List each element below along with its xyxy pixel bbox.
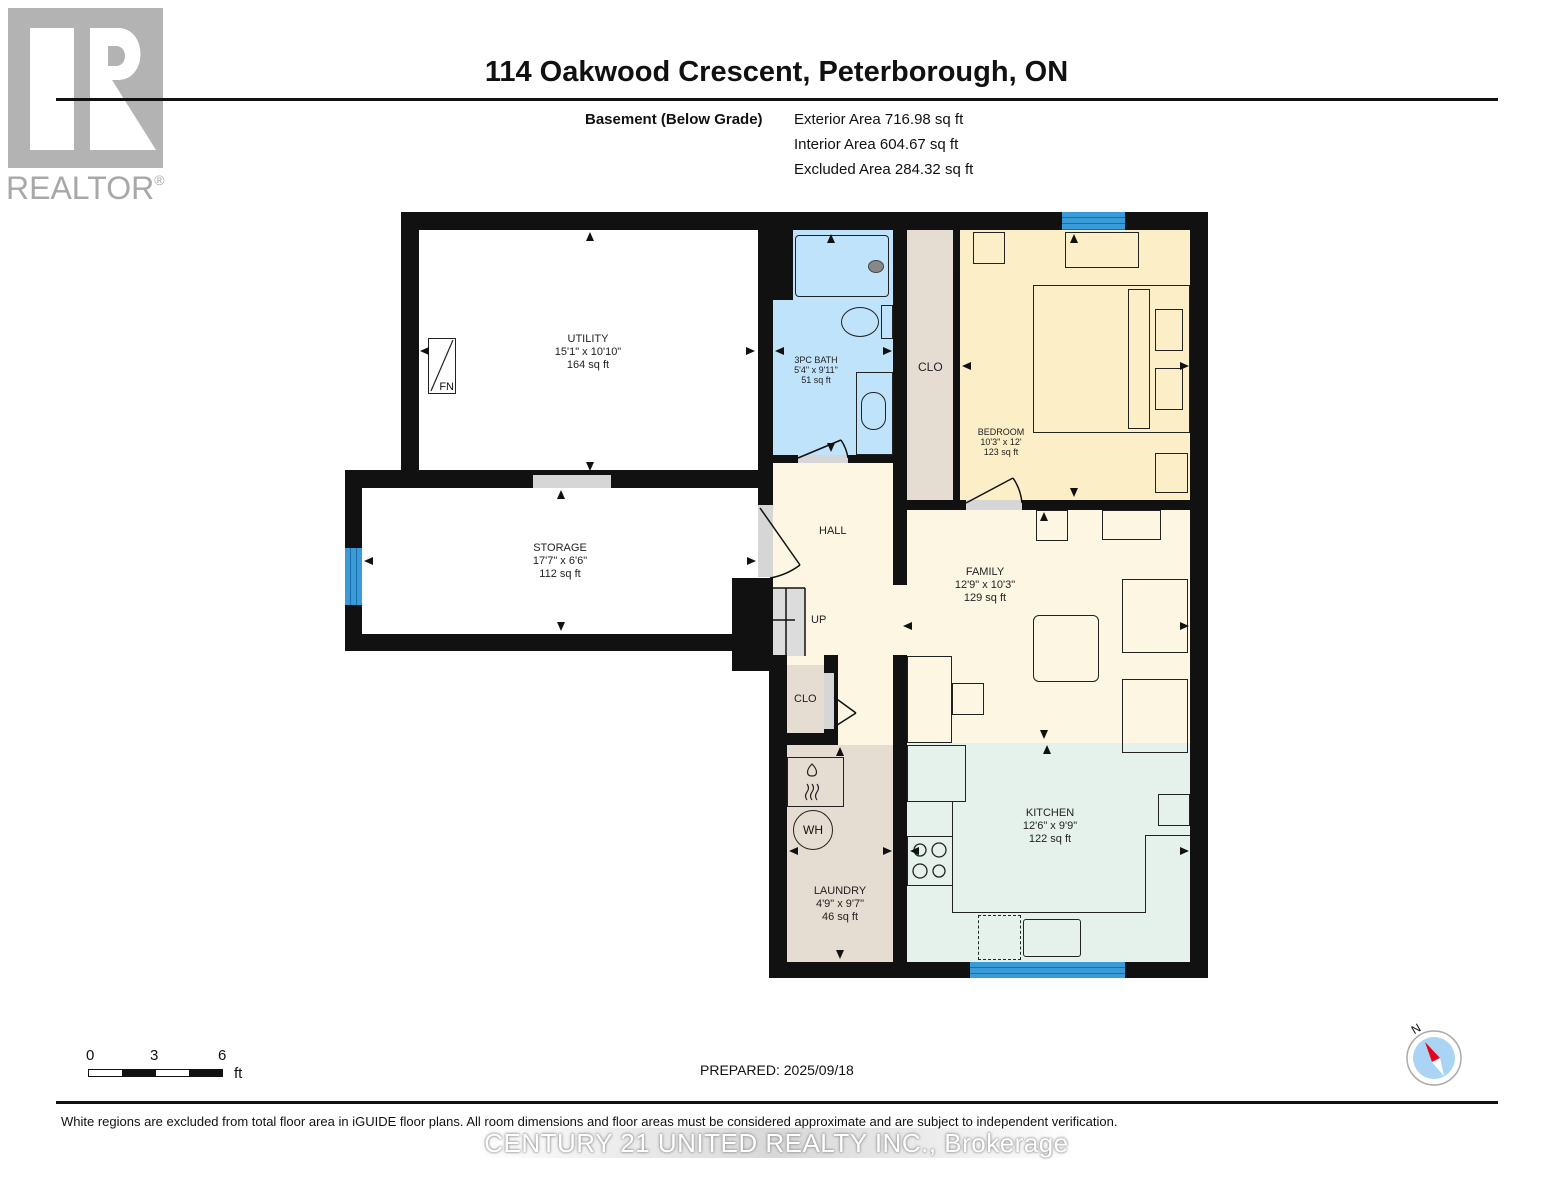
- vanity-icon: [856, 372, 893, 455]
- interior-area: Interior Area 604.67 sq ft: [794, 136, 959, 153]
- door-utility-storage: [533, 475, 611, 488]
- shower-icon: [795, 235, 889, 297]
- room-bedroom: [960, 230, 1191, 500]
- window-bedroom: [1062, 212, 1125, 230]
- desk-icon: [907, 656, 952, 743]
- microwave-icon: [1158, 794, 1190, 826]
- door-swings: [750, 439, 1023, 728]
- brokerage-watermark: CENTURY 21 UNITED REALTY INC., Brokerage: [0, 1128, 1553, 1159]
- dryer-icon: [787, 757, 844, 807]
- sink-icon: [861, 392, 886, 430]
- toilet-tank-icon: [881, 305, 893, 339]
- door-bedroom: [966, 500, 1022, 510]
- double-sink-icon: [1023, 919, 1081, 957]
- fridge-icon: [907, 745, 966, 802]
- label-closet-hall: CLO: [794, 693, 817, 705]
- bed-icon: [1033, 285, 1190, 433]
- room-utility: [418, 230, 758, 475]
- ottoman-icon: [1033, 615, 1099, 682]
- armchair-icon: [1122, 579, 1188, 653]
- pillow-icon: [1155, 309, 1183, 351]
- label-closet-main: CLO: [918, 360, 943, 374]
- door-closet-hall: [824, 673, 834, 729]
- door-storage: [758, 505, 773, 577]
- room-closet-hall: [787, 665, 824, 733]
- side-table-icon: [1155, 453, 1188, 493]
- disclaimer-text: White regions are excluded from total fl…: [61, 1114, 1118, 1129]
- window-storage: [345, 548, 362, 605]
- counter-outline: [952, 912, 1145, 914]
- floor-label: Basement (Below Grade): [585, 111, 763, 128]
- pillow-icon: [1128, 289, 1150, 429]
- dishwasher-icon: [978, 915, 1021, 960]
- counter-outline: [1145, 835, 1147, 913]
- dresser-icon: [1065, 232, 1139, 268]
- realtor-r-icon: [30, 28, 156, 150]
- room-storage: [362, 488, 757, 634]
- compass-icon: N: [1400, 1018, 1464, 1088]
- prepared-date: PREPARED: 2025/09/18: [700, 1062, 854, 1078]
- label-stairs-up: UP: [811, 614, 827, 626]
- room-kitchen: [907, 743, 1191, 963]
- window-kitchen: [970, 962, 1125, 978]
- room-closet-main: [907, 230, 953, 500]
- label-hall: HALL: [819, 525, 847, 537]
- armchair-icon: [1122, 679, 1188, 753]
- room-family: [893, 510, 1191, 743]
- tv-stand-icon: [1102, 510, 1161, 540]
- water-heater-icon: WH: [793, 810, 833, 850]
- room-laundry: [787, 745, 895, 963]
- shower-head-icon: [868, 260, 884, 273]
- exterior-area: Exterior Area 716.98 sq ft: [794, 111, 964, 128]
- footer-divider: [56, 1101, 1498, 1104]
- toilet-icon: [841, 307, 879, 337]
- header-divider: [56, 98, 1498, 101]
- realtor-logo-text: REALTOR®: [6, 170, 165, 206]
- door-bath: [798, 455, 848, 463]
- floor-plan: FN WH: [345, 212, 1208, 978]
- pillow-icon: [1155, 368, 1183, 410]
- stove-icon: [907, 836, 953, 886]
- nightstand-icon: [973, 232, 1005, 264]
- chair-icon: [952, 683, 984, 715]
- excluded-area: Excluded Area 284.32 sq ft: [794, 161, 974, 178]
- furnace-icon: FN: [428, 338, 456, 394]
- counter-outline: [1145, 835, 1190, 837]
- scale-bar: [88, 1069, 223, 1077]
- page-title: 114 Oakwood Crescent, Peterborough, ON: [484, 56, 1069, 88]
- realtor-logo-mark: [8, 8, 163, 168]
- scale-unit: ft: [234, 1065, 243, 1082]
- side-table-icon: [1036, 510, 1068, 541]
